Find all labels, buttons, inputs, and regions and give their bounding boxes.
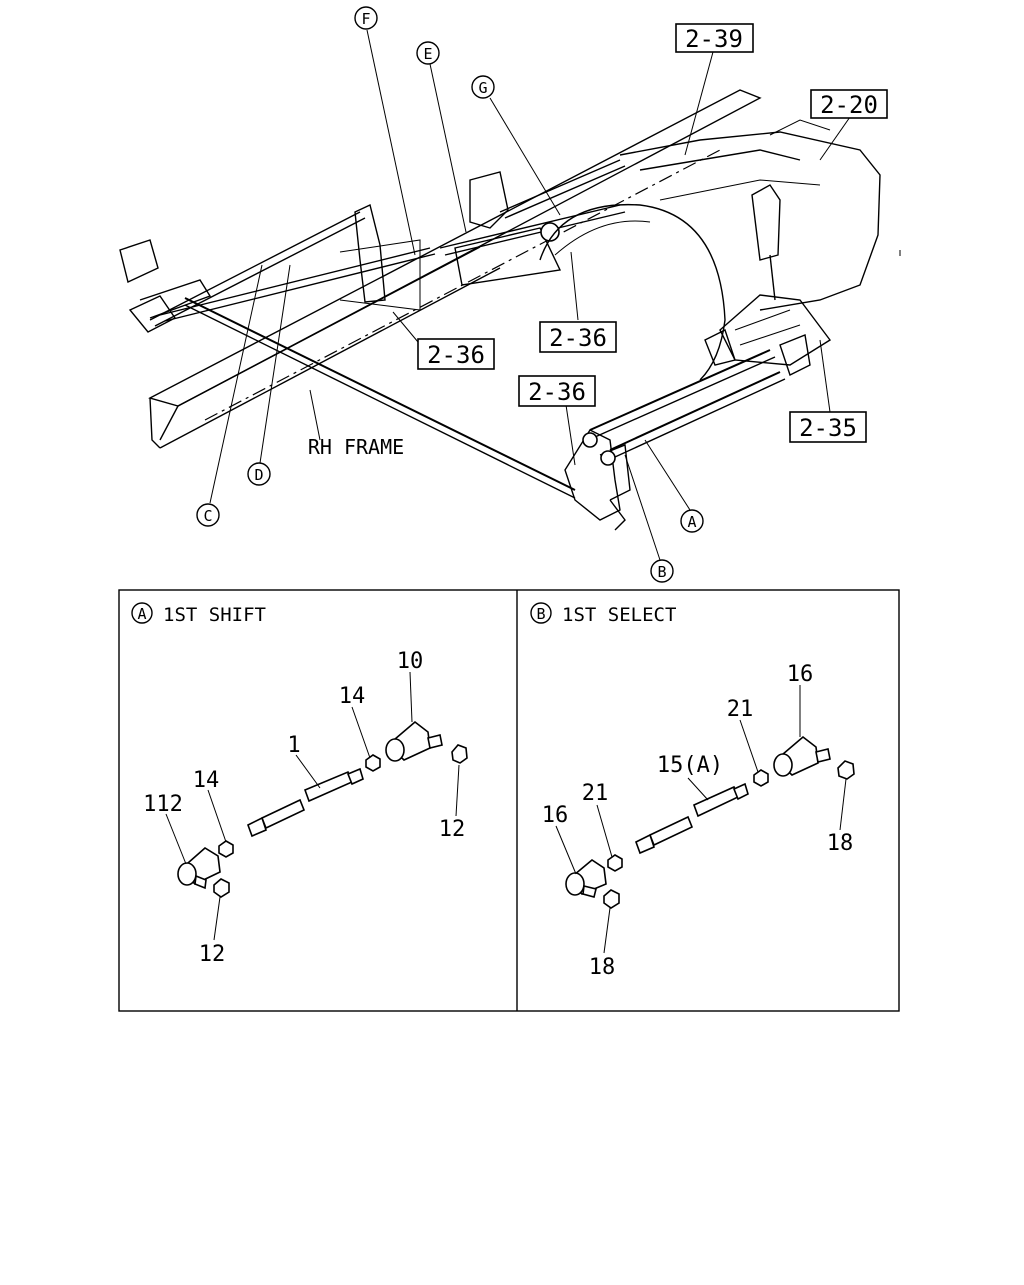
callout-e: E [416, 41, 440, 65]
panel-a-header: A 1ST SHIFT [131, 602, 266, 626]
callout-f: F [354, 6, 378, 30]
panel-b-header: B 1ST SELECT [530, 602, 676, 626]
svg-text:A: A [687, 513, 696, 531]
svg-text:B: B [536, 605, 545, 623]
ref-box-2-36-lower: 2-36 [518, 375, 596, 407]
svg-text:A: A [137, 605, 146, 623]
detail-panels-frame [118, 589, 900, 1012]
callout-a: A [680, 509, 704, 533]
svg-text:2-36: 2-36 [549, 324, 607, 352]
svg-text:C: C [203, 507, 212, 525]
part-label-16-upper: 16 [787, 662, 814, 687]
svg-text:G: G [478, 79, 487, 97]
select-rod-assembly [565, 735, 855, 909]
panel-b-1st-select: B 1ST SELECT [530, 602, 855, 980]
ref-box-2-36-upper-mid: 2-36 [539, 321, 617, 353]
part-label-12-lower: 12 [199, 942, 226, 967]
part-label-12-right: 12 [439, 817, 466, 842]
part-label-1: 1 [287, 733, 300, 758]
rh-frame-label: RH FRAME [308, 435, 404, 459]
svg-text:D: D [254, 466, 263, 484]
leader-lines [209, 29, 851, 561]
part-label-18-right: 18 [827, 831, 854, 856]
part-label-21-lower: 21 [582, 781, 609, 806]
panel-a-1st-shift: A 1ST SHIFT [131, 602, 468, 967]
callout-c: C [196, 503, 220, 527]
shift-rod-assembly [177, 720, 468, 898]
part-label-15a: 15(A) [657, 753, 723, 778]
panel-a-title: 1ST SHIFT [163, 604, 266, 626]
callout-b: B [650, 559, 674, 583]
ref-box-2-20: 2-20 [810, 89, 888, 119]
callout-d: D [247, 462, 271, 486]
svg-text:2-20: 2-20 [820, 91, 878, 119]
assembly-illustration [119, 89, 901, 531]
panel-b-title: 1ST SELECT [562, 604, 676, 626]
svg-text:E: E [423, 45, 432, 63]
svg-text:2-35: 2-35 [799, 414, 857, 442]
part-label-14-lower: 14 [193, 768, 220, 793]
part-label-112: 112 [143, 792, 183, 817]
svg-text:2-36: 2-36 [427, 341, 485, 369]
part-label-16-lower: 16 [542, 803, 569, 828]
svg-text:F: F [361, 10, 370, 28]
part-label-10: 10 [397, 649, 424, 674]
ref-box-2-39: 2-39 [675, 23, 754, 53]
ref-box-2-35: 2-35 [789, 411, 867, 443]
svg-text:2-39: 2-39 [685, 25, 743, 53]
part-label-21-upper: 21 [727, 697, 754, 722]
part-label-18-lower: 18 [589, 955, 616, 980]
ref-box-2-36-upper-left: 2-36 [417, 338, 495, 370]
svg-text:2-36: 2-36 [528, 378, 586, 406]
part-label-14-upper: 14 [339, 684, 366, 709]
svg-text:B: B [657, 563, 666, 581]
callout-g: G [471, 75, 495, 99]
